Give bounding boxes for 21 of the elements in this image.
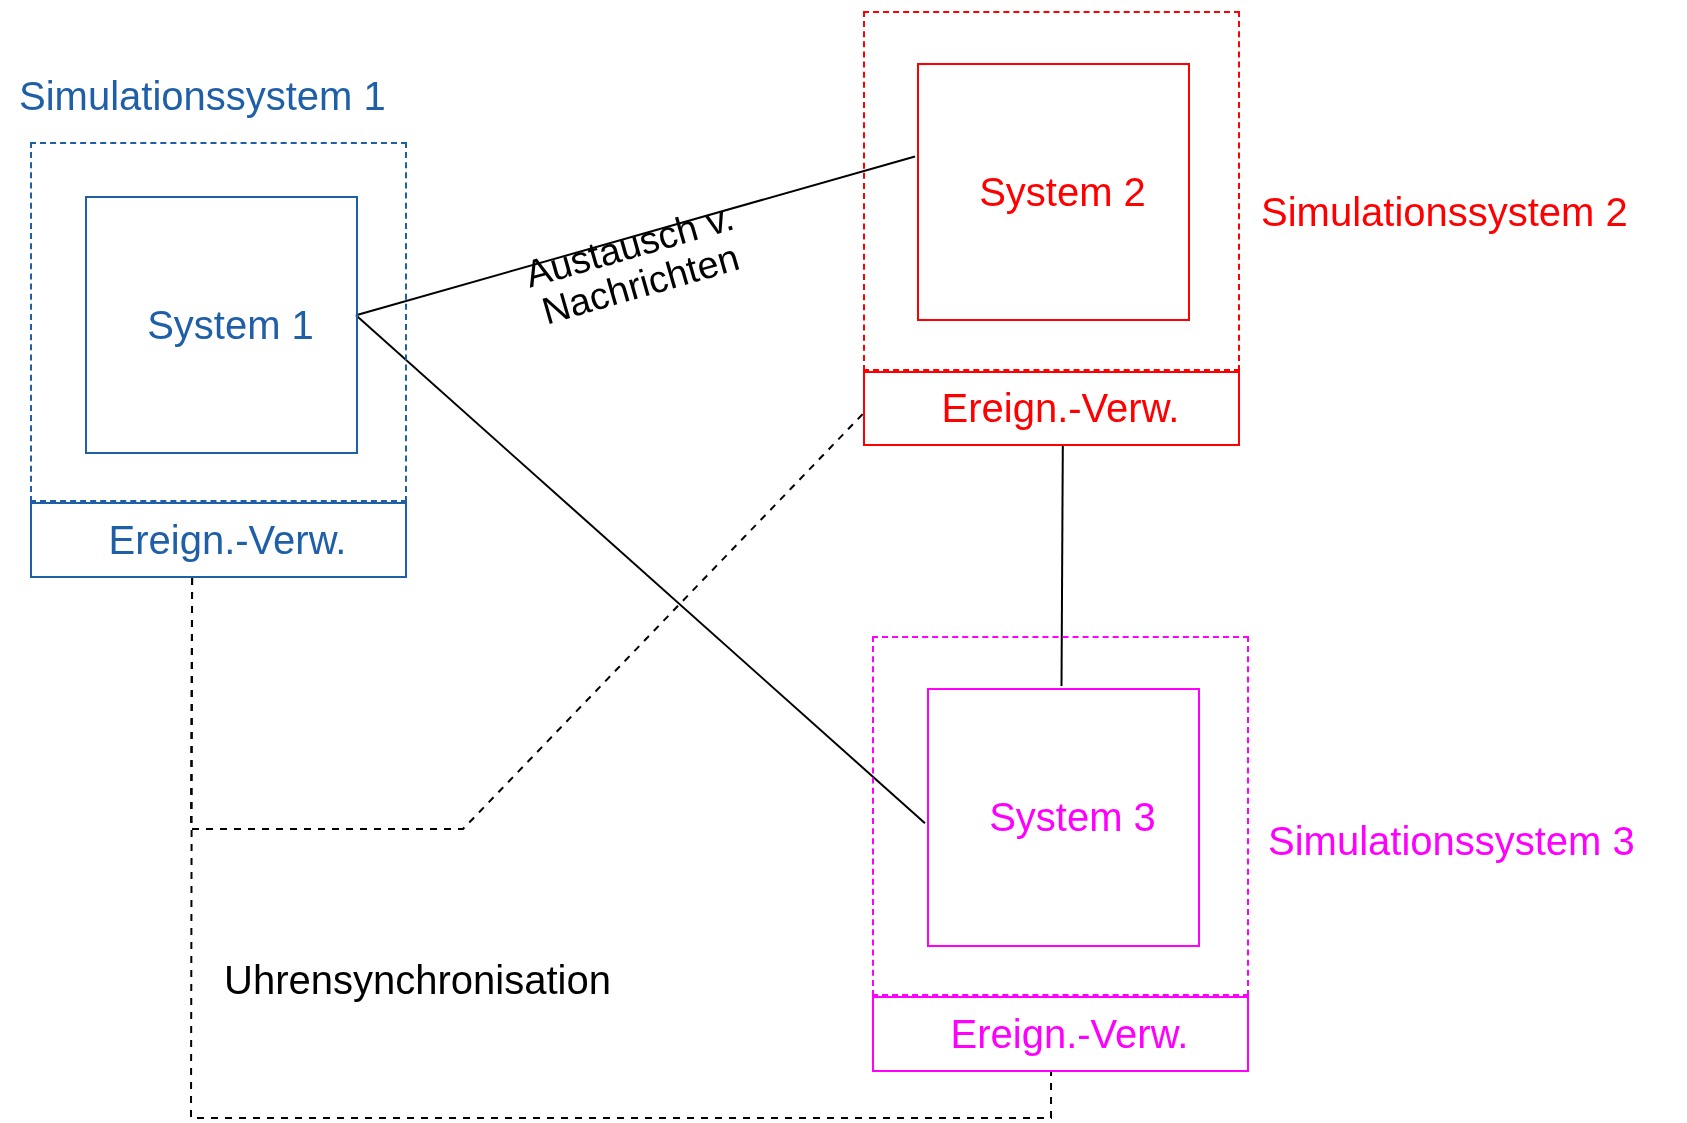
- box-label: System 3: [988, 795, 1156, 840]
- dashed-connector: [190, 577, 1053, 1119]
- connector-line: [1060, 445, 1064, 687]
- box-label: Ereign.-Verw.: [107, 517, 347, 563]
- box-label: System 2: [978, 169, 1146, 215]
- connector-line: [355, 314, 926, 825]
- dashed-connector: [190, 412, 864, 830]
- box-label: System 1: [146, 302, 314, 348]
- box-label: Ereign.-Verw.: [949, 1011, 1189, 1057]
- system-box: [30, 502, 407, 578]
- system-box: [872, 996, 1249, 1072]
- system-box: [917, 63, 1190, 321]
- frame-heading: Simulationssystem 3: [1268, 819, 1635, 864]
- frame-heading: Simulationssystem 1: [19, 74, 386, 119]
- connector-line: [355, 155, 916, 317]
- box-label: Ereign.-Verw.: [940, 386, 1180, 431]
- note-text: Uhrensynchronisation: [224, 958, 611, 1003]
- system-box: [863, 371, 1240, 446]
- system-box: [85, 196, 358, 454]
- system-box: [927, 688, 1200, 947]
- frame-heading: Simulationssystem 2: [1261, 190, 1628, 235]
